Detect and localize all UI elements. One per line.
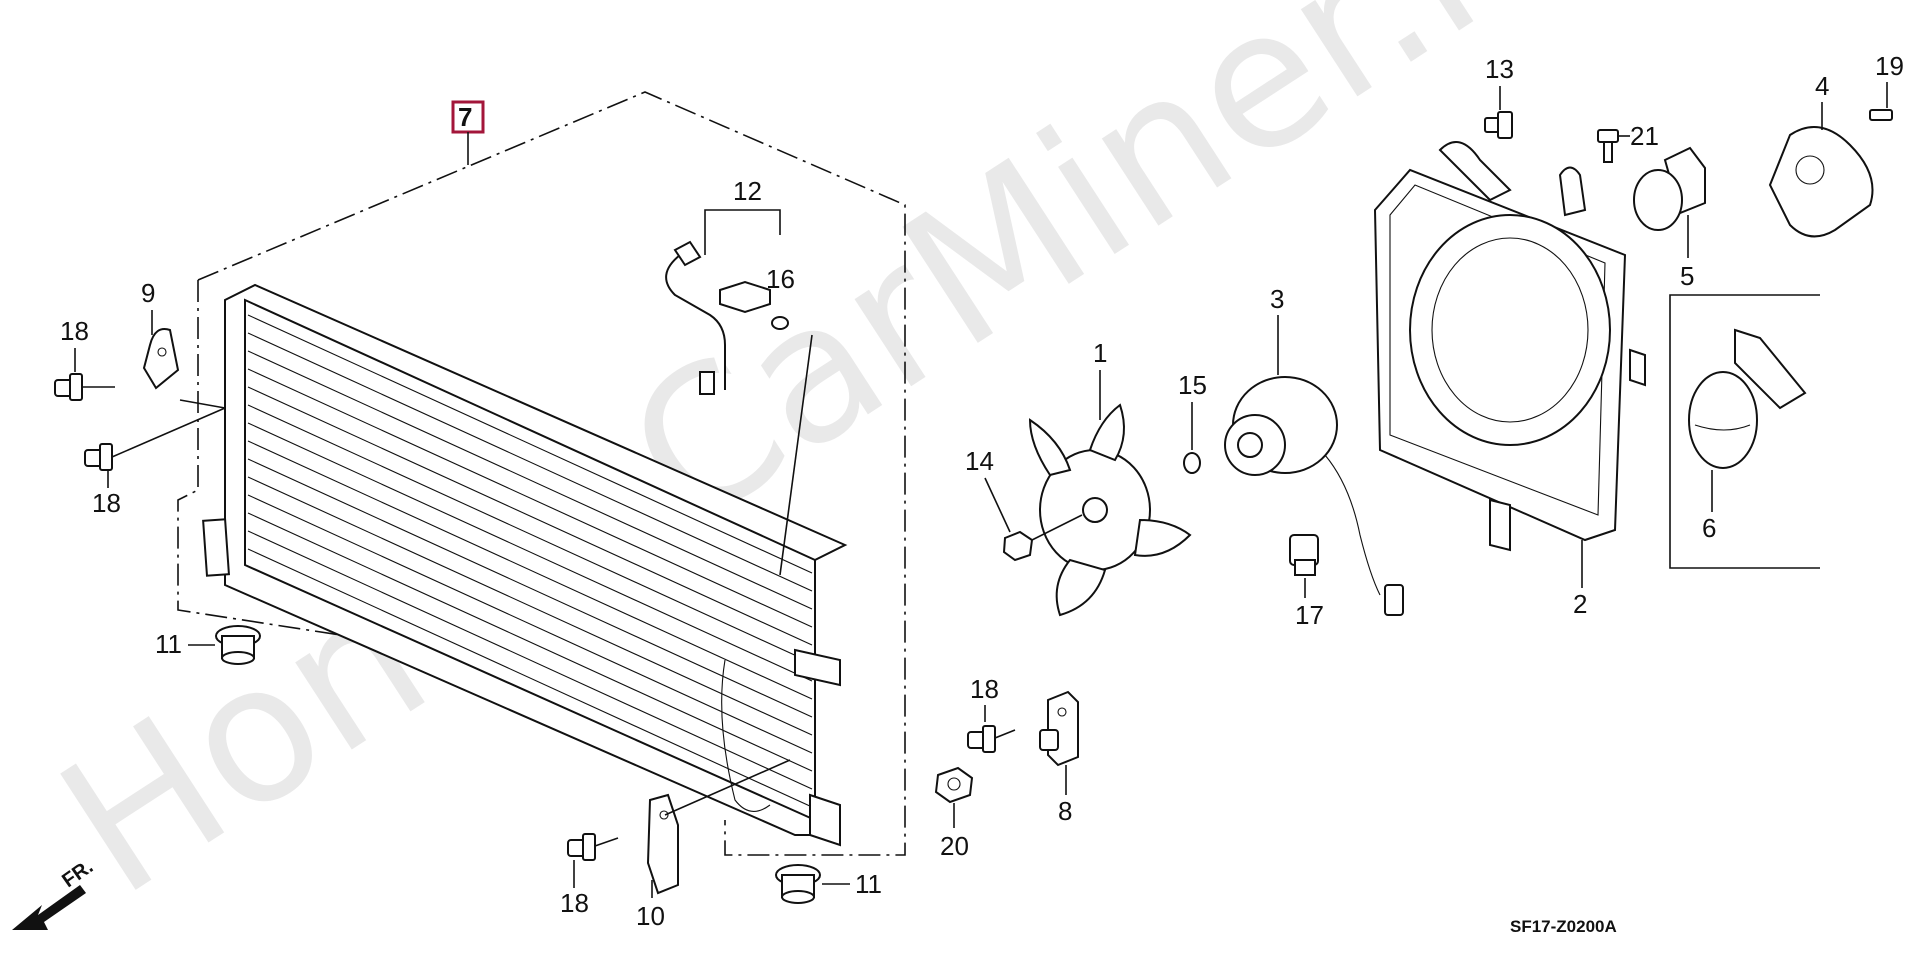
condenser-fin — [247, 440, 813, 700]
front-label: FR. — [58, 856, 97, 893]
front-arrow-icon: FR. — [12, 856, 97, 930]
callout-18a: 18 — [60, 316, 89, 346]
callout-6: 6 — [1702, 513, 1716, 543]
flange-bolt-d — [967, 725, 1016, 753]
connector-clip — [1289, 534, 1319, 576]
mounting-bracket-lower — [1039, 690, 1079, 767]
clamp-cover — [1688, 328, 1807, 469]
condenser-fin — [247, 458, 813, 718]
leader-16-pipe — [779, 334, 813, 576]
condenser-fin — [247, 548, 813, 808]
mounting-bracket-upper — [142, 328, 180, 390]
callout-20: 20 — [940, 831, 969, 861]
callout-7: 7 — [451, 100, 485, 165]
condenser-core — [202, 283, 848, 847]
callout-4: 4 — [1815, 71, 1829, 101]
condenser-fin — [247, 476, 813, 736]
callout-18c: 18 — [560, 888, 589, 918]
condenser-fin — [247, 422, 813, 682]
callout-21: 21 — [1630, 121, 1659, 151]
rubber-mount-b — [775, 864, 821, 904]
fan-blade — [1028, 403, 1192, 617]
callout-13: 13 — [1485, 54, 1514, 84]
callout-10: 10 — [636, 901, 665, 931]
callout-18d: 18 — [970, 674, 999, 704]
callout-7-label: 7 — [458, 102, 472, 132]
condenser-fin — [247, 332, 813, 592]
condenser-fin — [247, 404, 813, 664]
callout-11b: 11 — [855, 869, 882, 899]
callout-1: 1 — [1093, 338, 1107, 368]
bolt-13 — [1484, 111, 1513, 139]
flange-bolt-b — [84, 407, 226, 471]
washer-15 — [1183, 452, 1201, 474]
callout-8: 8 — [1058, 796, 1072, 826]
condenser-group — [177, 91, 906, 856]
callout-12: 12 — [733, 176, 762, 206]
callout-3: 3 — [1270, 284, 1284, 314]
callout-5: 5 — [1680, 261, 1694, 291]
nut-14 — [1002, 530, 1034, 562]
flange-bolt-c — [567, 833, 619, 861]
callout-17: 17 — [1295, 600, 1324, 630]
fan-motor — [1224, 376, 1404, 616]
grommet-clamp — [1633, 146, 1706, 231]
condenser-fin — [247, 530, 813, 790]
callout-9: 9 — [141, 278, 155, 308]
screw-19 — [1869, 109, 1893, 121]
rubber-mount-a — [215, 625, 261, 665]
callout-16: 16 — [766, 264, 795, 294]
bolt-21 — [1597, 129, 1619, 163]
fan-shroud — [1373, 141, 1646, 552]
condenser-group-outline — [197, 91, 906, 856]
condenser-fins — [247, 314, 813, 808]
discharge-pipe — [665, 240, 789, 395]
callout-2: 2 — [1573, 589, 1587, 619]
callout-19: 19 — [1875, 51, 1904, 81]
callout-18b: 18 — [92, 488, 121, 518]
callout-11a: 11 — [155, 629, 182, 659]
leader-12 — [704, 209, 781, 255]
condenser-fin — [247, 314, 813, 574]
callout-14: 14 — [965, 446, 994, 476]
mounting-bracket-side — [646, 793, 679, 895]
motor-bracket — [1768, 126, 1874, 238]
detail-box — [1669, 294, 1820, 569]
callout-15: 15 — [1178, 370, 1207, 400]
condenser-fin — [247, 494, 813, 754]
condenser-fin — [247, 512, 813, 772]
condenser-fin — [247, 368, 813, 628]
condenser-fin — [247, 350, 813, 610]
flange-bolt-a — [54, 373, 115, 401]
drawing-code: SF17-Z0200A — [1510, 917, 1617, 936]
condenser-fin — [247, 386, 813, 646]
flange-nut — [934, 766, 974, 804]
